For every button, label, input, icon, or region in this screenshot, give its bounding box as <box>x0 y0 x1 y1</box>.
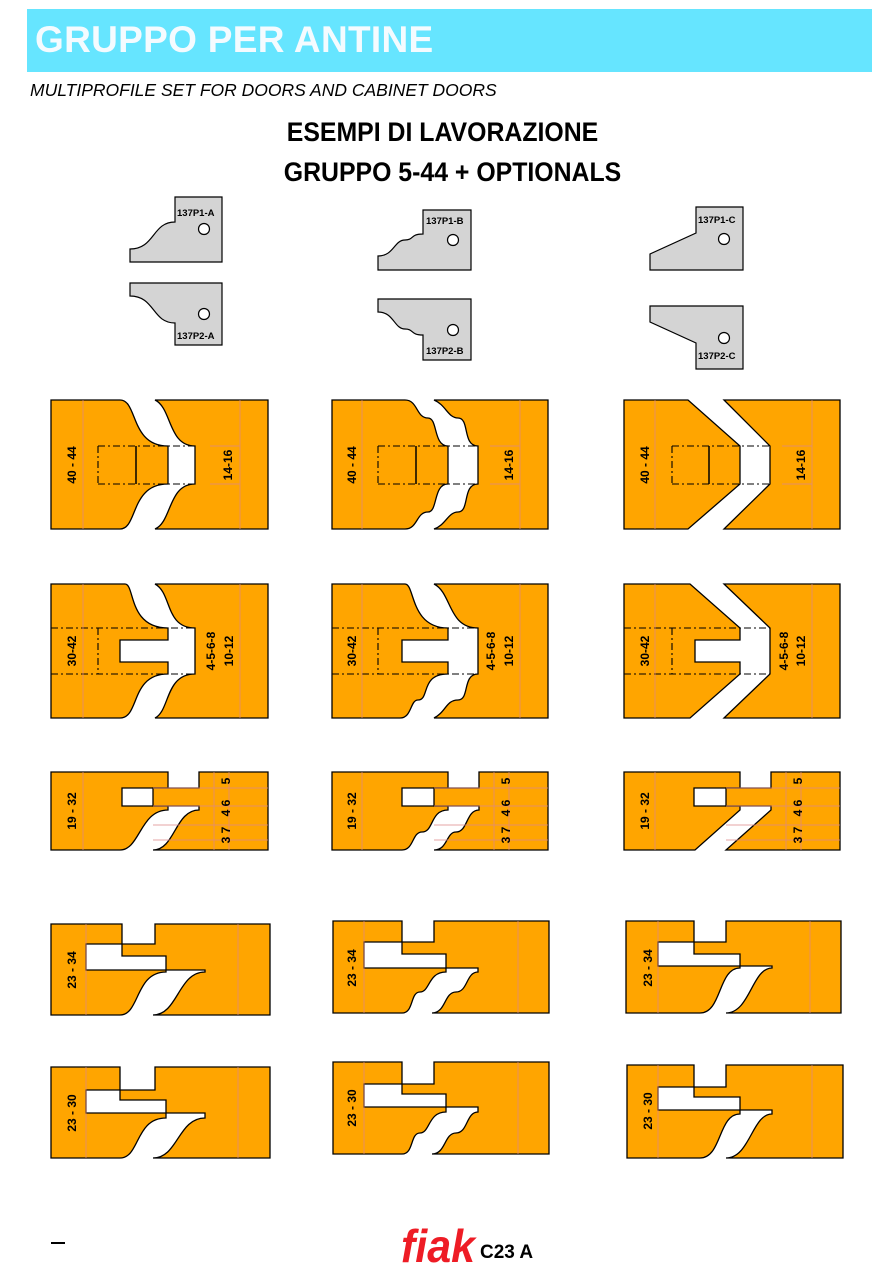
dimension-label: 4 6 <box>499 799 513 816</box>
knife-137p2-b: 137P2-B <box>377 298 472 361</box>
dimension-label: 4 6 <box>791 799 805 816</box>
knife-hole-icon <box>717 331 731 345</box>
dimension-label: 14-16 <box>221 449 235 480</box>
profile-row-3-col-b: 19 - 32 5 4 6 3 7 <box>331 771 549 851</box>
dimension-label: 19 - 32 <box>345 792 359 830</box>
profile-row-4-col-c: 23 - 34 <box>625 920 842 1014</box>
dimension-label: 14-16 <box>794 449 808 480</box>
dimension-label: 5 <box>791 777 805 784</box>
profile-row-4-col-a: 23 - 34 <box>50 923 271 1016</box>
dimension-label: 10-12 <box>794 635 808 666</box>
knife-label: 137P1-B <box>426 216 464 227</box>
knife-label: 137P1-A <box>177 208 215 219</box>
dimension-label: 23 - 30 <box>65 1094 79 1132</box>
profile-row-5-col-c: 23 - 30 <box>626 1064 844 1159</box>
dimension-label: 14-16 <box>502 449 516 480</box>
header-bar: GRUPPO PER ANTINE <box>27 9 872 72</box>
page-subtitle: MULTIPROFILE SET FOR DOORS AND CABINET D… <box>30 80 497 100</box>
brand-logo: fiak <box>401 1220 477 1272</box>
dimension-label: 3 7 <box>219 826 233 843</box>
brand-logo-text: fiak <box>401 1220 477 1272</box>
profile-row-1-col-a: 40 - 44 14-16 <box>50 399 269 530</box>
dimension-label: 4-5-6-8 <box>204 631 218 670</box>
dimension-label: 10-12 <box>222 635 236 666</box>
knife-137p1-b: 137P1-B <box>377 209 472 271</box>
page-title: GRUPPO PER ANTINE <box>35 19 434 60</box>
dimension-label: 23 - 34 <box>345 949 359 987</box>
knife-hole-icon <box>717 232 731 246</box>
knife-label: 137P2-A <box>177 331 215 342</box>
section-title: ESEMPI DI LAVORAZIONE <box>286 117 599 147</box>
dimension-label: 3 7 <box>791 826 805 843</box>
profile-row-4-col-b: 23 - 34 <box>332 920 550 1014</box>
dimension-label: 40 - 44 <box>65 446 79 484</box>
profile-row-2-col-c: 30-42 4-5-6-8 10-12 <box>623 583 841 719</box>
knife-label: 137P1-C <box>698 215 736 226</box>
section-subtitle: GRUPPO 5-44 + OPTIONALS <box>283 157 622 187</box>
knife-hole-icon <box>197 307 211 321</box>
dimension-label: 23 - 34 <box>641 949 655 987</box>
dimension-label: 5 <box>219 777 233 784</box>
dimension-label: 40 - 44 <box>638 446 652 484</box>
profile-row-5-col-a: 23 - 30 <box>50 1066 271 1159</box>
profile-row-2-col-a: 30-42 4-5-6-8 10-12 <box>50 583 269 719</box>
profile-row-3-col-a: 19 - 32 5 4 6 3 7 <box>50 771 269 851</box>
profile-row-5-col-b: 23 - 30 <box>332 1061 550 1155</box>
dimension-label: 10-12 <box>502 635 516 666</box>
knife-hole-icon <box>197 222 211 236</box>
dimension-label: 30-42 <box>345 635 359 666</box>
knife-137p1-c: 137P1-C <box>649 206 744 271</box>
dimension-label: 4 6 <box>219 799 233 816</box>
profile-row-1-col-c: 40 - 44 14-16 <box>623 399 841 530</box>
profile-row-3-col-c: 19 - 32 5 4 6 3 7 <box>623 771 841 851</box>
dimension-label: 5 <box>499 777 513 784</box>
knife-hole-icon <box>446 323 460 337</box>
dimension-label: 19 - 32 <box>638 792 652 830</box>
dimension-label: 23 - 30 <box>641 1092 655 1130</box>
dimension-label: 4-5-6-8 <box>484 631 498 670</box>
dimension-label: 40 - 44 <box>345 446 359 484</box>
dimension-label: 23 - 34 <box>65 951 79 989</box>
knife-137p2-a: 137P2-A <box>129 282 223 346</box>
dimension-label: 4-5-6-8 <box>777 631 791 670</box>
knife-hole-icon <box>446 233 460 247</box>
dimension-label: 30-42 <box>65 635 79 666</box>
knife-label: 137P2-C <box>698 351 736 362</box>
dimension-label: 23 - 30 <box>345 1089 359 1127</box>
profile-row-2-col-b: 30-42 4-5-6-8 10-12 <box>331 583 549 719</box>
footer-mark <box>51 1242 65 1244</box>
dimension-label: 3 7 <box>499 826 513 843</box>
dimension-label: 19 - 32 <box>65 792 79 830</box>
dimension-label: 30-42 <box>638 635 652 666</box>
page-code: C23 A <box>480 1242 534 1263</box>
knife-label: 137P2-B <box>426 346 464 357</box>
knife-137p1-a: 137P1-A <box>129 196 223 263</box>
profile-row-1-col-b: 40 - 44 14-16 <box>331 399 549 530</box>
knife-137p2-c: 137P2-C <box>649 305 744 370</box>
